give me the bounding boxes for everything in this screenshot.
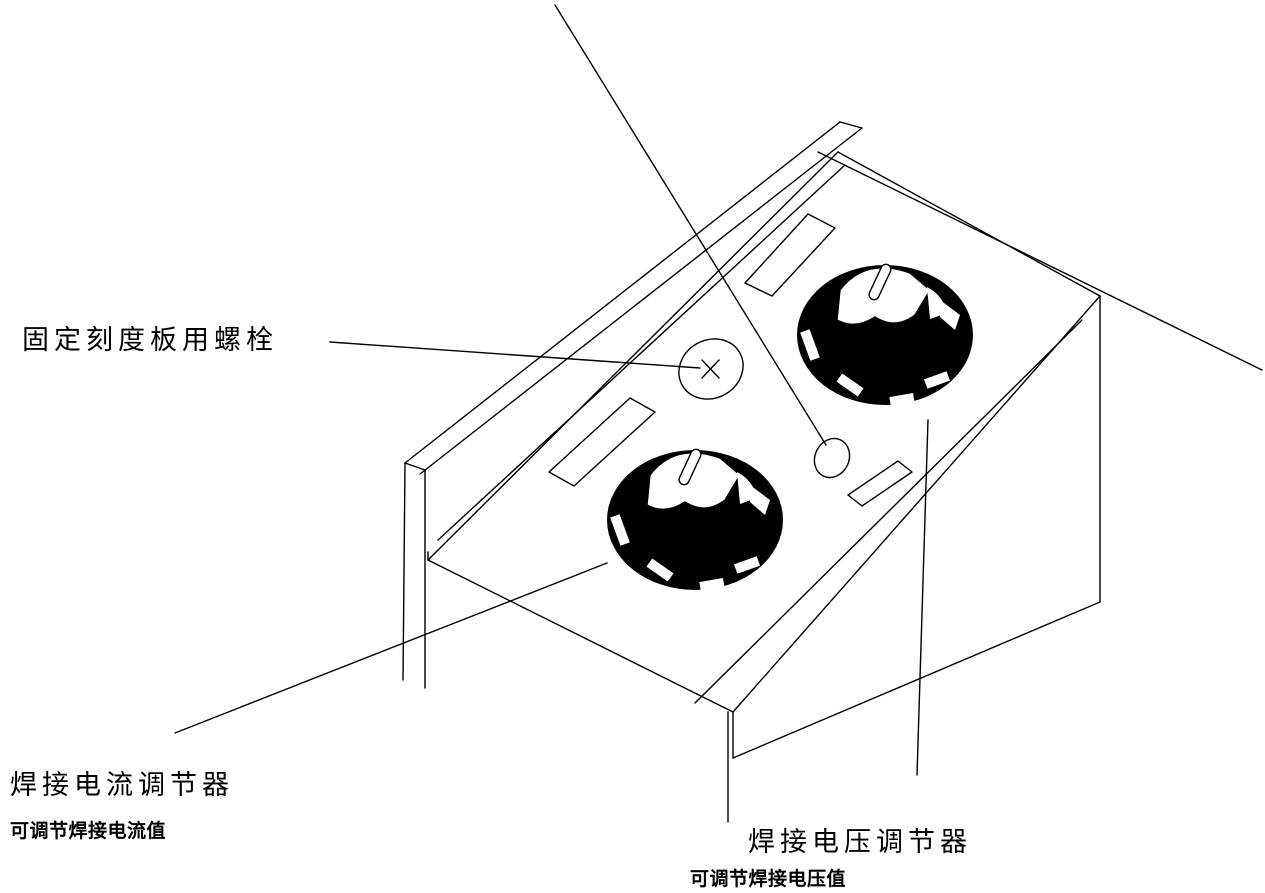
scale-windows xyxy=(549,214,912,506)
scale-window-top xyxy=(745,214,835,296)
scale-window-small xyxy=(848,461,912,506)
casing-outline xyxy=(403,122,862,688)
current-regulator-description: 可调节焊接电流值 xyxy=(10,820,167,842)
leader-lines xyxy=(175,5,928,775)
leader-line-current xyxy=(175,563,607,733)
leader-line-bolt xyxy=(330,342,700,368)
cross-bolt-icon xyxy=(668,327,754,410)
leader-line-voltage xyxy=(917,420,928,775)
leader-line-indicator xyxy=(555,5,826,445)
voltage-regulator-label: 焊接电压调节器 xyxy=(748,827,972,858)
current-regulator-label: 焊接电流调节器 xyxy=(10,770,234,801)
scale-window-left xyxy=(549,398,655,486)
round-indicator-icon xyxy=(808,433,856,484)
panel-face xyxy=(428,152,1262,822)
voltage-regulator-description: 可调节焊接电压值 xyxy=(690,868,847,890)
current-rotary-knob-icon xyxy=(607,448,783,592)
voltage-rotary-knob-icon xyxy=(797,263,973,407)
bolt-label: 固定刻度板用螺栓 xyxy=(22,325,278,356)
